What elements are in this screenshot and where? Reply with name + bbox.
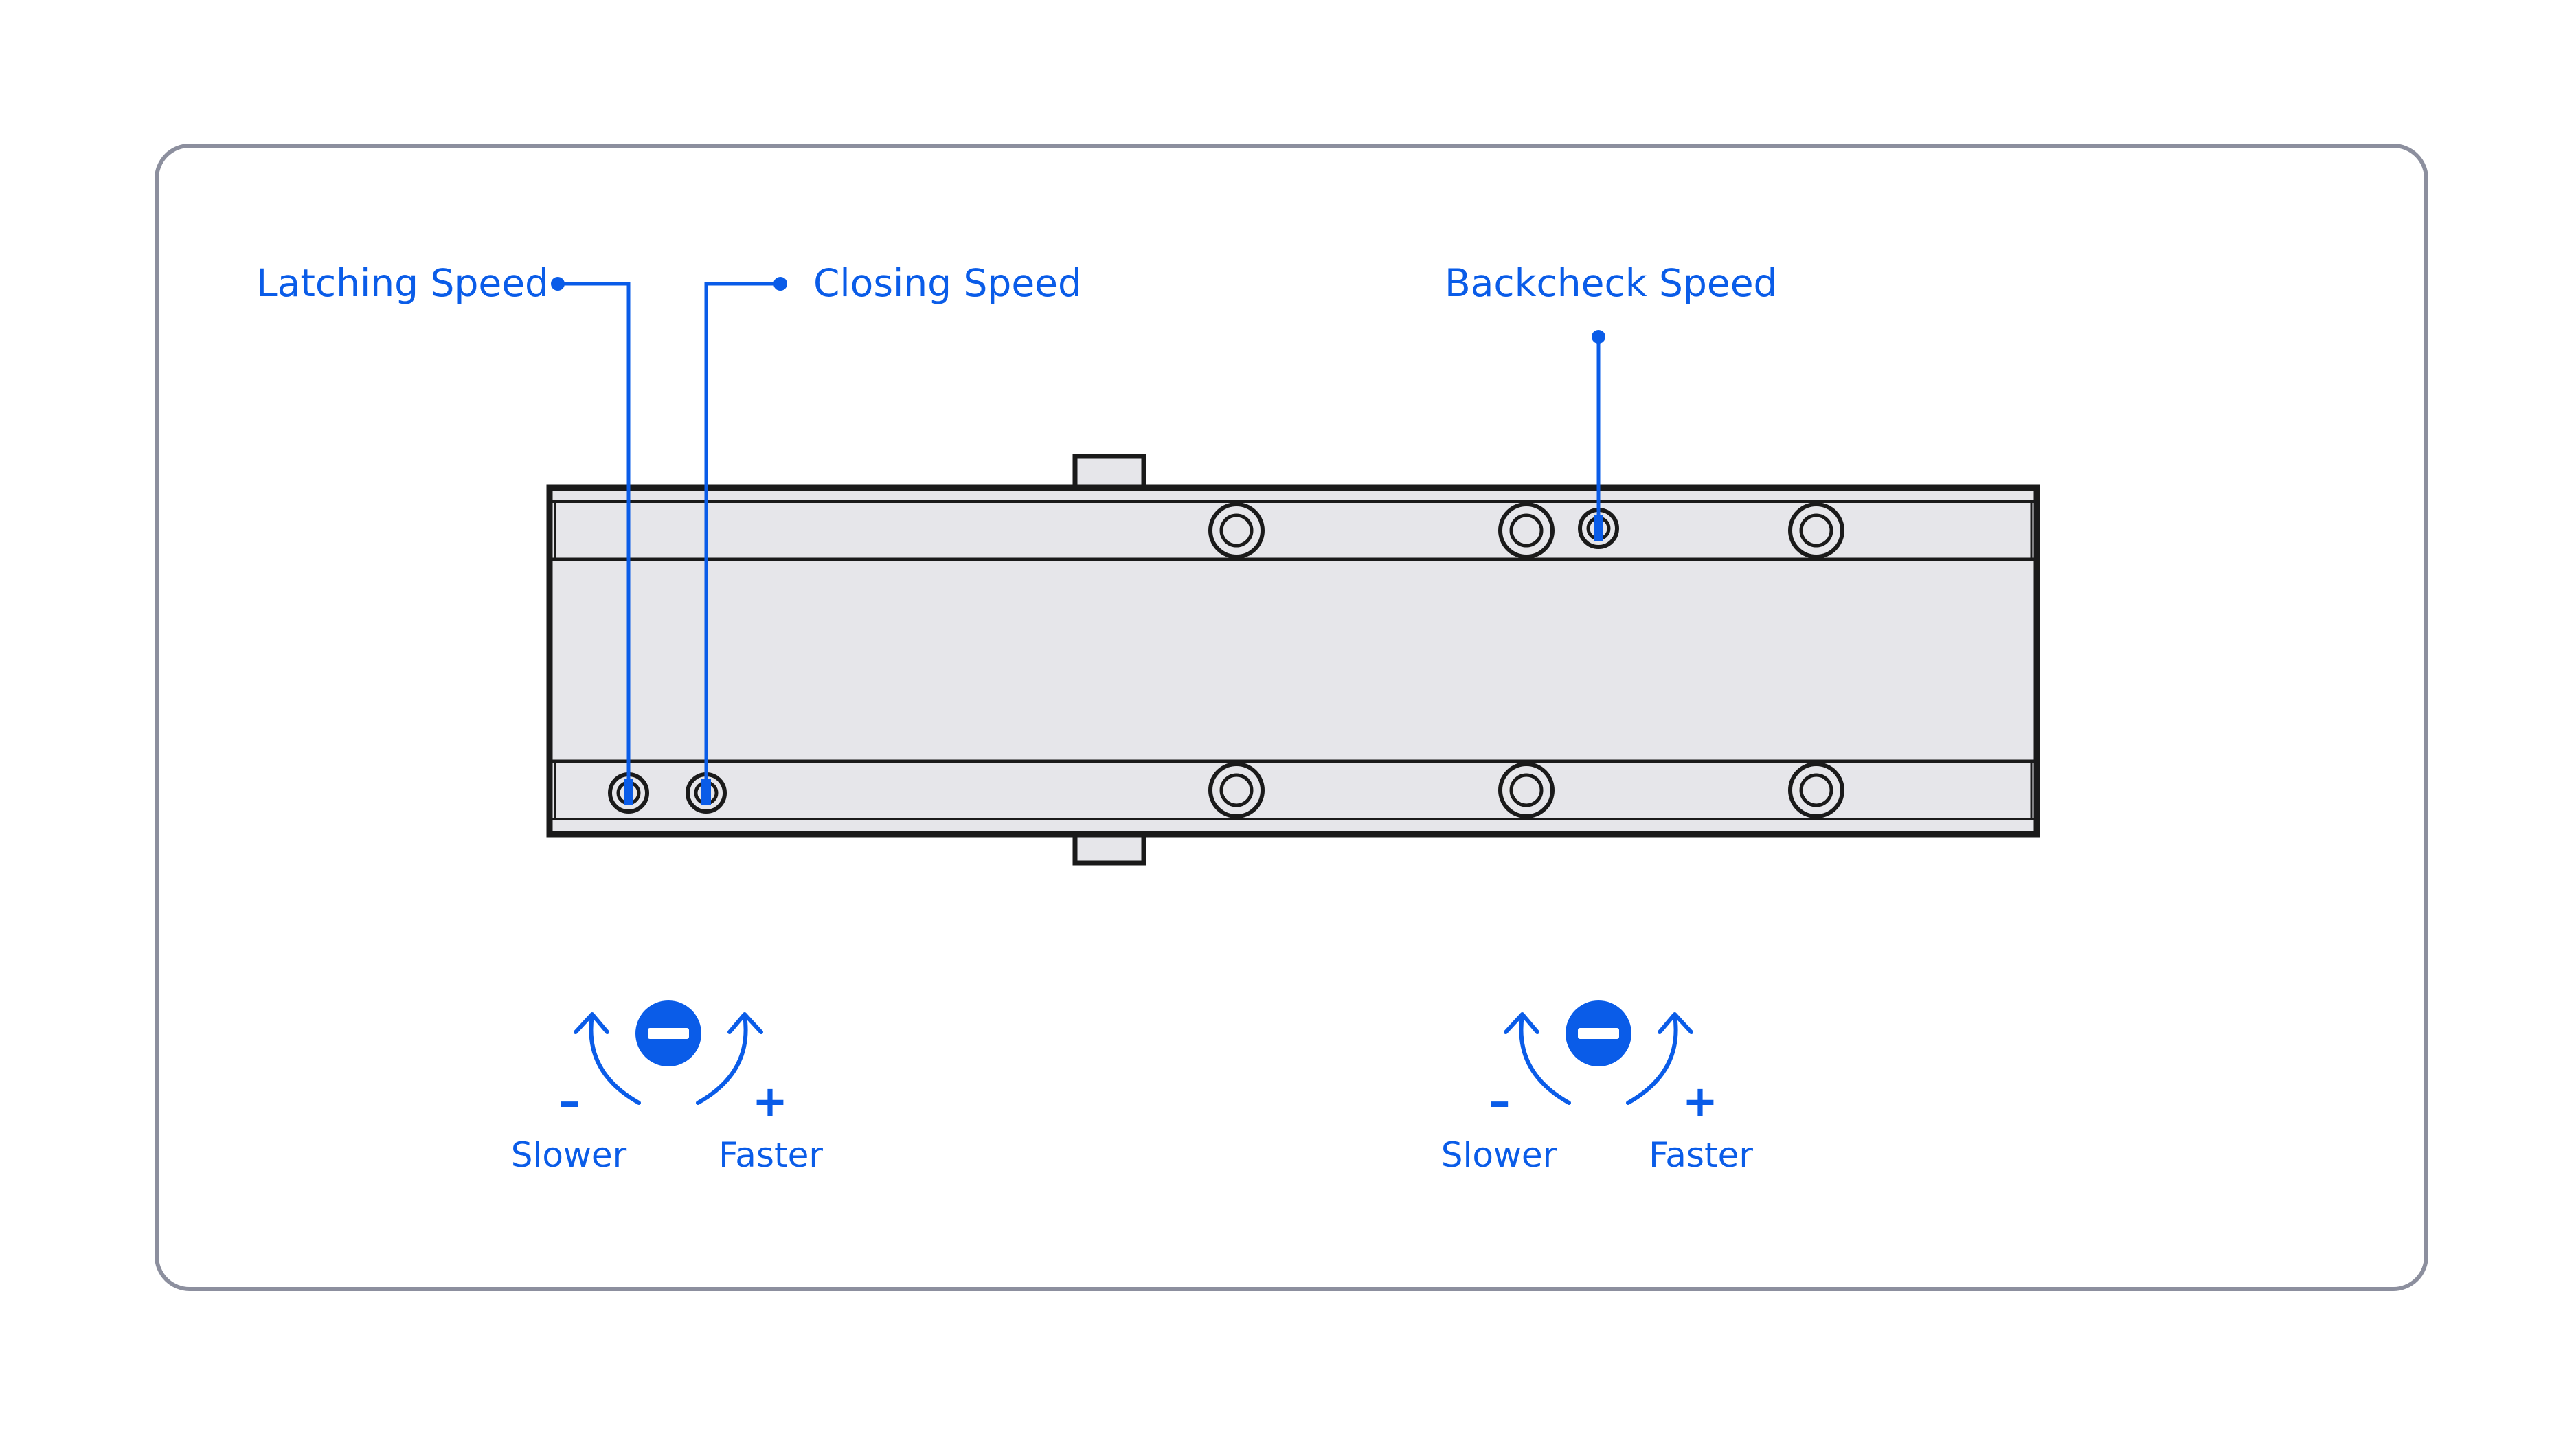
plus-sign: + xyxy=(1682,1076,1718,1126)
minus-sign: – xyxy=(1489,1076,1511,1126)
slower-label: Slower xyxy=(510,1135,627,1175)
adjuster-right xyxy=(1504,1000,1693,1105)
minus-sign: – xyxy=(558,1076,580,1126)
clockwise-arrow-icon xyxy=(1626,1012,1693,1105)
faster-label: Faster xyxy=(1649,1135,1753,1175)
faster-label: Faster xyxy=(719,1135,823,1175)
counterclockwise-arrow-icon xyxy=(574,1012,641,1105)
mounting-screw xyxy=(1498,762,1555,818)
mounting-screw xyxy=(1788,762,1844,818)
mounting-screw xyxy=(1208,762,1265,818)
plus-sign: + xyxy=(752,1076,788,1126)
counterclockwise-arrow-icon xyxy=(1504,1012,1571,1105)
backcheck-leader-line xyxy=(1592,330,1605,541)
latching-leader-line xyxy=(551,277,633,805)
adjuster-left xyxy=(574,1000,763,1105)
closing-speed-label: Closing Speed xyxy=(813,261,1082,305)
minus-circle-icon xyxy=(1566,1000,1631,1066)
mounting-tab-top xyxy=(1072,454,1146,492)
door-closer-body xyxy=(546,454,2040,866)
latching-speed-label: Latching Speed xyxy=(256,261,549,305)
mounting-screw xyxy=(1498,502,1555,559)
closing-leader-line xyxy=(701,277,787,805)
backcheck-speed-label: Backcheck Speed xyxy=(1445,261,1778,305)
closer-housing xyxy=(546,484,2040,838)
mounting-screw xyxy=(1208,502,1265,559)
clockwise-arrow-icon xyxy=(696,1012,763,1105)
slower-label: Slower xyxy=(1440,1135,1557,1175)
minus-circle-icon xyxy=(635,1000,701,1066)
mounting-screw xyxy=(1788,502,1844,559)
